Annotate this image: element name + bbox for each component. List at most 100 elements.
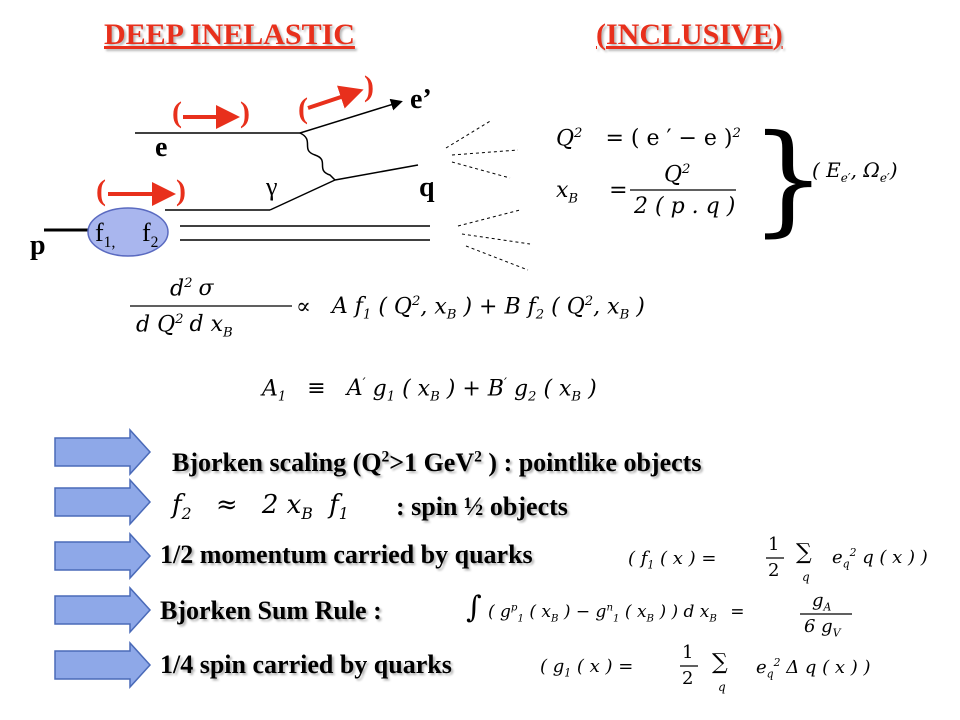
xsec-rhs-b-x: , x	[593, 294, 620, 320]
bullet-4-g2-xsub: B	[646, 613, 655, 625]
bullet-sum-rule: Bjorken Sum Rule :	[160, 596, 382, 625]
bullet-2-f1-sub: 1	[338, 505, 349, 524]
formula-xb-num: Q2	[664, 162, 690, 187]
vars-sub2: e′	[879, 171, 890, 185]
formula-a1: A1 ≡ A′ g1 ( xB ) + B′ g2 ( xB )	[262, 376, 597, 405]
label-f2-text: f	[142, 218, 151, 247]
bullet-3-num: 1	[768, 534, 780, 555]
bullet-4-g2-sup: n	[606, 602, 614, 614]
vars-sub1: e′	[840, 171, 851, 185]
bullet-1-text-b: >1 GeV	[389, 448, 475, 477]
quark-to-vertex	[269, 179, 336, 211]
q2-rhs-exp: 2	[732, 126, 741, 141]
bullet-5-e-exp: 2	[773, 656, 781, 669]
bullet-1-exp-a: 2	[381, 448, 390, 466]
q2-rhs: = ( e ′ − e )	[605, 126, 733, 152]
bullet-4-open: ( g	[488, 602, 511, 622]
bullet-2-math: f2 ≈ 2 xB f1	[172, 490, 349, 523]
xsec-num-d: d	[170, 276, 185, 302]
a1-sub: 1	[277, 389, 287, 405]
label-gamma: γ	[266, 172, 278, 201]
bullet-1-exp-b: 2	[474, 448, 482, 466]
xsec-rhs-b-args: ( Q	[551, 294, 585, 320]
label-f1: f1,	[95, 218, 115, 252]
bullet-2-f1: f	[329, 490, 339, 520]
page-title: DEEP INELASTIC	[104, 18, 355, 52]
a1-rhs-a: A	[346, 376, 363, 402]
bullet-4-minus: ) − g	[563, 602, 607, 622]
red-paren-close-3: )	[176, 174, 186, 207]
label-e-in: e	[155, 132, 168, 163]
xsec-rhs-b-xsub: B	[619, 307, 630, 323]
red-paren-open-1: (	[172, 96, 182, 129]
label-f2-sub: 2	[150, 234, 159, 252]
title-inclusive: (INCLUSIVE)	[596, 18, 783, 52]
bullet-4-num-sub: A	[823, 600, 832, 614]
a1-rhs-prime: ′	[362, 376, 366, 391]
bullet-bjorken-scaling: Bjorken scaling (Q2>1 GeV2 ) : pointlike…	[172, 448, 701, 478]
xsec-rhs-b-close: )	[636, 294, 645, 320]
struck-quark-line	[334, 164, 419, 181]
vars-open: ( E	[812, 158, 841, 182]
red-paren-close-2: )	[364, 70, 374, 103]
bullet-4-g2-args: ( x	[624, 602, 647, 622]
xsec-rhs-b-sub: 2	[535, 307, 545, 323]
xsec-rhs-b-exp: 2	[584, 294, 594, 309]
xsec-den-dq: d Q	[136, 312, 176, 338]
bullet-3-sum: ∑	[796, 540, 812, 565]
bullet-4-g1-sub: 1	[517, 613, 524, 625]
vars-close: )	[889, 158, 898, 182]
bullet-1-text-c: ) : pointlike objects	[481, 448, 702, 477]
bullet-4-den-text: 6 g	[804, 616, 833, 637]
red-arrow-outgoing	[307, 85, 364, 110]
bullet-3-tail: eq2 q ( x ) )	[832, 546, 928, 571]
label-p: p	[30, 230, 46, 261]
vars-mid: , Ω	[850, 158, 880, 182]
bullet-5-math: ( g1 ( x ) =	[540, 656, 633, 680]
bullet-2-approx: ≈	[215, 490, 238, 520]
bullet-arrow-4	[54, 586, 152, 634]
bullet-1-text-a: Bjorken scaling (Q	[172, 448, 382, 477]
electron-out-line	[299, 98, 403, 134]
bullet-3-e-exp: 2	[849, 546, 857, 559]
xb-lhs: x	[556, 178, 569, 203]
label-f1-sub: 1,	[103, 234, 116, 252]
bullet-5-open: ( g	[540, 656, 565, 677]
bullet-5-tail: eq2 Δ q ( x ) )	[756, 656, 871, 681]
bullet-5-den: 2	[682, 668, 694, 689]
bullet-5-sum-sign: ∑	[712, 650, 728, 675]
bullet-momentum: 1/2 momentum carried by quarks	[160, 540, 533, 569]
xsec-rhs-a: A f	[331, 294, 363, 320]
xsec-prop: ∝	[296, 294, 311, 320]
bullet-4-math: ( gp1 ( xB ) − gn1 ( xB ) ) d xB =	[488, 602, 745, 624]
red-paren-close-1: )	[240, 96, 250, 129]
bullet-5-sum-sub: q	[718, 680, 726, 694]
a1-prime2: ′	[503, 376, 507, 391]
bullet-4-g1-sup: p	[510, 602, 518, 614]
bullet-4-tail: ) ) d x	[659, 602, 710, 622]
q2-exp: 2	[574, 126, 583, 141]
bullet-3-fsub: 1	[647, 558, 655, 572]
bullet-3-args: ( x ) =	[660, 548, 717, 569]
bullet-4-tail-sub: B	[709, 613, 717, 625]
bullet-5-sum: ∑	[712, 650, 728, 675]
bullet-4-integral: ∫	[466, 590, 482, 625]
a1-g1-args: ( x	[402, 376, 431, 402]
bullet-3-tail-text: q ( x ) )	[862, 547, 928, 568]
red-paren-open-2: (	[298, 92, 308, 125]
photon-line	[299, 132, 336, 181]
label-e-out: e’	[410, 84, 432, 115]
a1-close: )	[588, 376, 597, 402]
label-f1-text: f	[95, 218, 104, 247]
xb-num: Q	[664, 162, 683, 188]
formula-q2: Q2 = ( e ′ − e )2	[556, 126, 741, 151]
a1-g1-xsub: B	[430, 389, 440, 405]
bullet-5-e-sub: q	[766, 667, 774, 681]
bullet-arrow-5	[54, 641, 152, 689]
xsec-den-exp: 2	[175, 312, 184, 327]
bullet-arrows	[54, 428, 152, 689]
xsec-rhs-a-xsub: B	[446, 307, 457, 323]
a1-g1-sub: 1	[386, 389, 396, 405]
